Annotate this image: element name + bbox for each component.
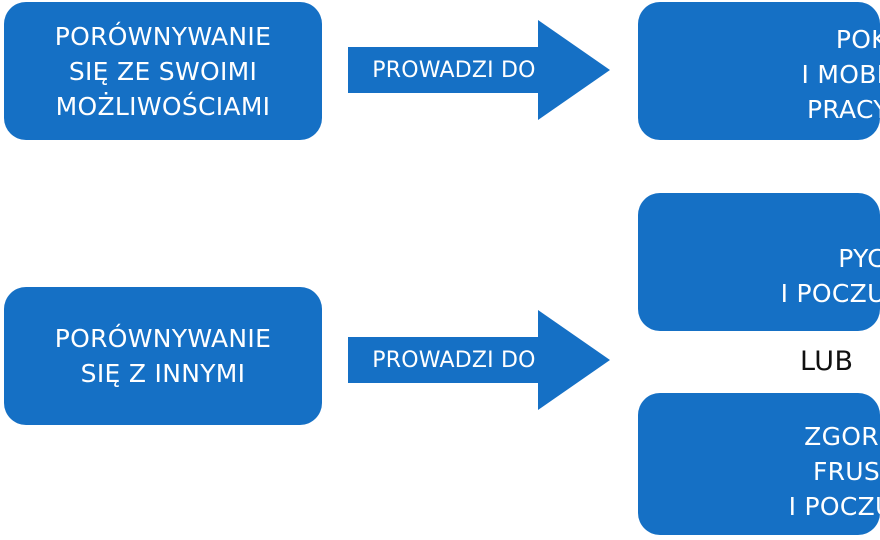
box-text-line: MOŻLIWOŚCIAMI (55, 91, 271, 121)
box-text-line: SIĘ Z INNYMI (80, 359, 246, 388)
box-text-line: ZGORZKNIE (804, 421, 880, 451)
arrow-top: PROWADZI DO (348, 20, 610, 120)
arrow-bottom: PROWADZI DO (348, 310, 610, 410)
box-text-line: PORÓWNYWANIE (54, 21, 272, 51)
box-text-line: SIĘ ZE SWOIMI (68, 56, 258, 86)
box-text-line: PORÓWNYWANIE (54, 324, 272, 353)
box-text-line: FRUSTRAC (812, 456, 880, 486)
result-box-humility: POKOR I MOBILIZAC PRACY NAD (638, 2, 880, 140)
arrow-label: PROWADZI DO (372, 57, 536, 83)
source-box-own-abilities: PORÓWNYWANIE SIĘ ZE SWOIMI MOŻLIWOŚCIAMI (4, 2, 322, 140)
box-text-line: PRACY NAD (806, 94, 880, 124)
arrow-label: PROWADZI DO (372, 347, 536, 373)
box-text-line: I MOBILIZAC (801, 59, 880, 89)
box-text-line: PYCHY (838, 244, 880, 273)
result-box-bitterness: ZGORZKNIE FRUSTRAC I POCZUCIA NI (638, 393, 880, 535)
box-text-line: I POCZUCIA WY (780, 279, 880, 308)
box-text-line: POKOR (835, 24, 880, 54)
right-arrow-icon (348, 20, 610, 120)
box-text-line: I POCZUCIA NI (788, 491, 880, 521)
source-box-others: PORÓWNYWANIE SIĘ Z INNYMI (4, 287, 322, 425)
or-connector-label: LUB (800, 346, 854, 377)
result-box-pride: PYCHY I POCZUCIA WY (638, 193, 880, 331)
right-arrow-icon (348, 310, 610, 410)
